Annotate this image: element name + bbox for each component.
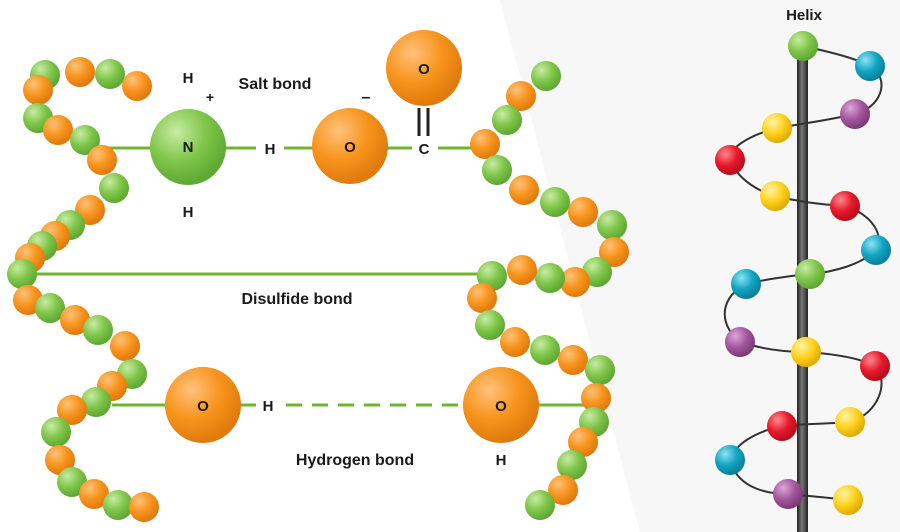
helix-bead-yellow: [762, 113, 792, 143]
chain-bead: [81, 387, 111, 417]
chain-bead: [557, 450, 587, 480]
chain-bead: [475, 310, 505, 340]
chain-bead: [83, 315, 113, 345]
carbonyl-oxygen-atom: [386, 30, 462, 106]
chain-bead: [482, 155, 512, 185]
chain-bead: [597, 210, 627, 240]
chain-bead: [60, 305, 90, 335]
chain-bead: [581, 383, 611, 413]
chain-bead: [110, 331, 140, 361]
chain-bead: [535, 263, 565, 293]
chain-bead: [599, 237, 629, 267]
chain-bead: [531, 61, 561, 91]
atom-o-hbond-left-label: O: [197, 398, 209, 415]
chain-bead: [35, 293, 65, 323]
helix-bead-red: [767, 411, 797, 441]
helix-bead-purple: [725, 327, 755, 357]
chain-bead: [525, 490, 555, 520]
atom-o-hbond-right-label: O: [495, 398, 507, 415]
atom-h-below-n: H: [183, 204, 194, 221]
atom-o-salt-label: O: [344, 139, 356, 156]
atom-h-salt: H: [265, 141, 276, 158]
chain-bead: [568, 427, 598, 457]
atom-h-hbond: H: [263, 398, 274, 415]
chain-bead: [467, 283, 497, 313]
helix-bead-purple: [773, 479, 803, 509]
chain-bead: [558, 345, 588, 375]
chain-bead: [43, 115, 73, 145]
chain-bead: [470, 129, 500, 159]
helix-bead-cyan: [715, 445, 745, 475]
chain-bead: [45, 445, 75, 475]
hydrogen-bond-label: Hydrogen bond: [296, 452, 414, 469]
atoms: [150, 30, 539, 443]
chain-bead: [509, 175, 539, 205]
helix-bead-red: [830, 191, 860, 221]
chain-bead: [23, 75, 53, 105]
chain-bead: [87, 145, 117, 175]
helix-bead-red: [715, 145, 745, 175]
hbond-oxygen-right: [463, 367, 539, 443]
helix-bead-green: [788, 31, 818, 61]
salt-bond-label: Salt bond: [239, 76, 312, 93]
chain-bead: [568, 197, 598, 227]
chain-bead: [492, 105, 522, 135]
helix-bead-yellow: [833, 485, 863, 515]
helix-bead-cyan: [731, 269, 761, 299]
bond-lines: [30, 108, 585, 407]
atom-h-top: H: [183, 70, 194, 87]
salt-oxygen-atom: [312, 108, 388, 184]
chain-bead: [65, 57, 95, 87]
chain-bead: [530, 335, 560, 365]
chain-bead: [57, 395, 87, 425]
chain-bead: [70, 125, 100, 155]
disulfide-bond-label: Disulfide bond: [241, 291, 352, 308]
atom-h-below-o: H: [496, 452, 507, 469]
chain-bead: [7, 259, 37, 289]
chain-bead: [103, 490, 133, 520]
atom-n-label: N: [183, 139, 194, 156]
chain-bead: [57, 467, 87, 497]
chain-bead: [99, 173, 129, 203]
chain-bead: [500, 327, 530, 357]
positive-charge: +: [206, 89, 214, 105]
chain-bead: [560, 267, 590, 297]
chain-bead: [122, 71, 152, 101]
chain-bead: [79, 479, 109, 509]
negative-charge: –: [362, 89, 371, 106]
helix-structure: [715, 31, 891, 532]
chain-bead: [540, 187, 570, 217]
hbond-oxygen-left: [165, 367, 241, 443]
helix-bead-cyan: [861, 235, 891, 265]
atom-o-carbonyl-label: O: [418, 61, 430, 78]
helix-bead-yellow: [835, 407, 865, 437]
atom-c-label: C: [419, 141, 430, 158]
right-amino-acid-chain: [467, 61, 629, 520]
helix-bead-yellow: [760, 181, 790, 211]
chain-bead: [41, 417, 71, 447]
chain-bead: [506, 81, 536, 111]
helix-bead-red: [860, 351, 890, 381]
chain-bead: [129, 492, 159, 522]
left-amino-acid-chain: [7, 57, 159, 522]
helix-label: Helix: [786, 7, 823, 24]
chain-bead: [95, 59, 125, 89]
helix-bead-green: [795, 259, 825, 289]
nitrogen-atom: [150, 109, 226, 185]
chain-bead: [507, 255, 537, 285]
helix-bead-cyan: [855, 51, 885, 81]
helix-bead-purple: [840, 99, 870, 129]
chain-bead: [548, 475, 578, 505]
chain-bead: [585, 355, 615, 385]
helix-bead-yellow: [791, 337, 821, 367]
